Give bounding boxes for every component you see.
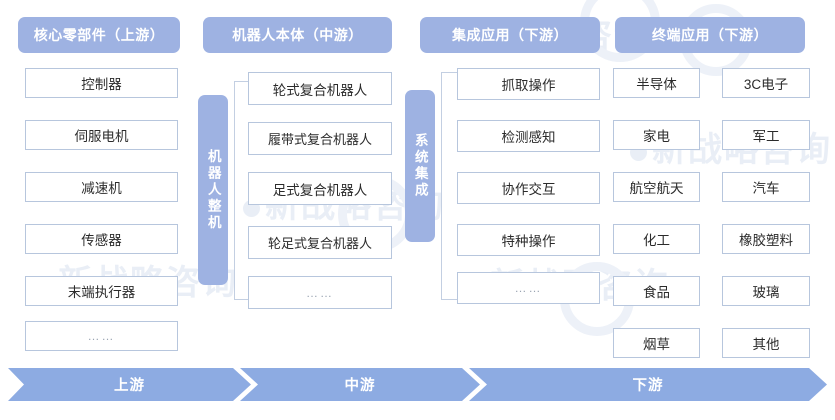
item-box[interactable]: 航空航天 [613,172,700,202]
item-box[interactable]: 玻璃 [722,276,810,306]
item-box[interactable]: 传感器 [25,224,178,254]
item-box[interactable]: 伺服电机 [25,120,178,150]
item-box-ellipsis[interactable]: …… [25,321,178,351]
column-header-upstream[interactable]: 核心零部件（上游） [18,17,180,53]
bracket-connector-midstream [234,81,248,300]
bracket-connector-integration [441,72,457,300]
item-box[interactable]: 履带式复合机器人 [248,122,392,155]
item-box[interactable]: 减速机 [25,172,178,202]
item-box[interactable]: 足式复合机器人 [248,172,392,205]
item-box[interactable]: 特种操作 [457,224,600,256]
item-box[interactable]: 抓取操作 [457,68,600,100]
vertical-label-text: 机器人整机 [205,148,221,232]
item-box[interactable]: 家电 [613,120,700,150]
item-box[interactable]: 其他 [722,328,810,358]
item-box-ellipsis[interactable]: …… [248,276,392,309]
flow-arrow-midstream[interactable]: 中游 [240,368,480,401]
item-box[interactable]: 轮足式复合机器人 [248,226,392,259]
column-header-terminal[interactable]: 终端应用（下游） [615,17,805,53]
column-header-integration[interactable]: 集成应用（下游） [420,17,600,53]
vertical-label-system-integration[interactable]: 系统集成 [405,90,435,242]
column-header-midstream[interactable]: 机器人本体（中游） [203,17,392,53]
item-box[interactable]: 橡胶塑料 [722,224,810,254]
item-box[interactable]: 化工 [613,224,700,254]
item-box[interactable]: 烟草 [613,328,700,358]
item-box[interactable]: 检测感知 [457,120,600,152]
item-box[interactable]: 协作交互 [457,172,600,204]
item-box[interactable]: 军工 [722,120,810,150]
vertical-label-robot-body[interactable]: 机器人整机 [198,95,228,285]
item-box[interactable]: 半导体 [613,68,700,98]
item-box[interactable]: 轮式复合机器人 [248,72,392,105]
item-box[interactable]: 控制器 [25,68,178,98]
flow-arrow-downstream[interactable]: 下游 [469,368,827,401]
item-box-ellipsis[interactable]: …… [457,272,600,304]
flow-arrow-upstream[interactable]: 上游 [8,368,251,401]
item-box[interactable]: 食品 [613,276,700,306]
item-box[interactable]: 汽车 [722,172,810,202]
flow-arrow-band: 上游 中游 下游 [0,368,835,401]
vertical-label-text: 系统集成 [412,133,428,199]
item-box[interactable]: 末端执行器 [25,276,178,306]
item-box[interactable]: 3C电子 [722,68,810,98]
